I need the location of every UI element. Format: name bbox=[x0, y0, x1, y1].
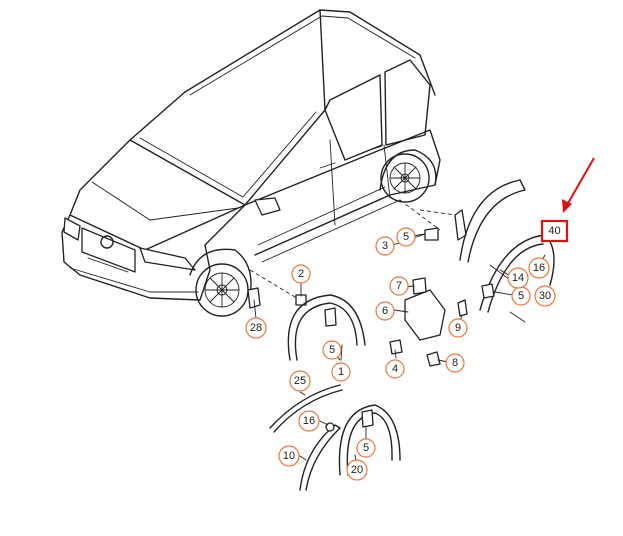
callout-4: 4 bbox=[385, 359, 405, 379]
svg-text:6: 6 bbox=[382, 305, 388, 317]
callout-5-front-arch: 5 bbox=[322, 340, 342, 360]
callout-28: 28 bbox=[245, 317, 267, 339]
callout-14: 14 bbox=[507, 267, 529, 289]
callout-25: 25 bbox=[289, 370, 311, 392]
part-10-trim bbox=[299, 424, 341, 491]
callout-5-lower-arch: 5 bbox=[356, 438, 376, 458]
svg-text:40: 40 bbox=[548, 225, 560, 237]
front-wheel-arch-trim bbox=[287, 294, 366, 361]
rear-wheel-arch-trim bbox=[459, 179, 526, 263]
svg-text:4: 4 bbox=[392, 363, 398, 375]
svg-text:14: 14 bbox=[512, 272, 524, 284]
callout-20: 20 bbox=[346, 459, 368, 481]
svg-text:5: 5 bbox=[518, 290, 524, 302]
callout-6: 6 bbox=[375, 301, 395, 321]
callout-1: 1 bbox=[331, 362, 351, 382]
red-arrow-icon bbox=[562, 157, 595, 213]
svg-text:20: 20 bbox=[351, 464, 363, 476]
svg-text:16: 16 bbox=[303, 415, 315, 427]
callout-7: 7 bbox=[389, 276, 409, 296]
callout-16-lower: 16 bbox=[298, 410, 320, 432]
callout-16-rear: 16 bbox=[528, 257, 550, 279]
callout-30: 30 bbox=[534, 285, 556, 307]
callout-10: 10 bbox=[278, 445, 300, 467]
mounting-bracket-assembly bbox=[389, 277, 468, 367]
svg-text:9: 9 bbox=[455, 322, 461, 334]
svg-text:25: 25 bbox=[294, 375, 306, 387]
part-20-arch-trim bbox=[338, 404, 401, 476]
svg-text:28: 28 bbox=[250, 322, 262, 334]
part-2-clip bbox=[295, 294, 307, 306]
highlighted-part-40: 40 bbox=[540, 219, 569, 243]
svg-text:8: 8 bbox=[452, 357, 458, 369]
svg-text:30: 30 bbox=[539, 290, 551, 302]
callout-9: 9 bbox=[448, 318, 468, 338]
part-25-seal-strip bbox=[269, 384, 341, 429]
svg-text:5: 5 bbox=[403, 231, 409, 243]
svg-text:7: 7 bbox=[396, 280, 402, 292]
svg-text:5: 5 bbox=[329, 344, 335, 356]
part-28-bracket bbox=[247, 287, 261, 309]
callout-8: 8 bbox=[445, 353, 465, 373]
callout-3: 3 bbox=[375, 236, 395, 256]
callout-5-door: 5 bbox=[396, 227, 416, 247]
svg-text:2: 2 bbox=[298, 268, 304, 280]
svg-text:1: 1 bbox=[338, 366, 344, 378]
svg-text:10: 10 bbox=[283, 450, 295, 462]
car-illustration bbox=[61, 9, 441, 317]
svg-text:16: 16 bbox=[533, 262, 545, 274]
callout-2: 2 bbox=[291, 264, 311, 284]
callout-5-rear-arch: 5 bbox=[511, 286, 531, 306]
svg-text:3: 3 bbox=[382, 240, 388, 252]
svg-text:5: 5 bbox=[363, 442, 369, 454]
